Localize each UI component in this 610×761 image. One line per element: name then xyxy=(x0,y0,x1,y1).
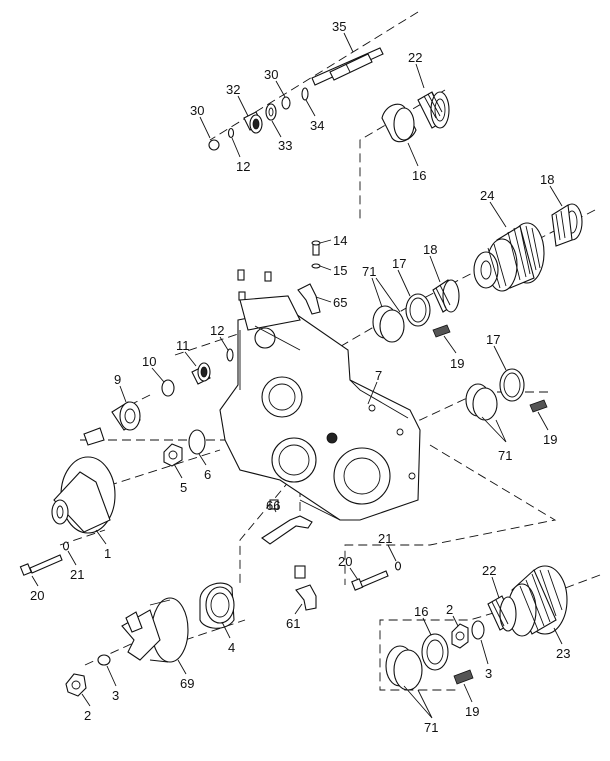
part-33-seal xyxy=(265,103,277,121)
callout-9: 9 xyxy=(114,372,121,387)
callout-21: 21 xyxy=(378,531,392,546)
callout-14: 14 xyxy=(333,233,347,248)
callout-32: 32 xyxy=(226,82,240,97)
callout-61: 61 xyxy=(286,616,300,631)
part-9-hub xyxy=(83,401,141,446)
callout-24: 24 xyxy=(480,188,494,203)
callout-66: 66 xyxy=(266,498,280,513)
callout-3: 3 xyxy=(485,666,492,681)
part-3-washer-right xyxy=(471,620,485,640)
callout-17: 17 xyxy=(486,332,500,347)
callout-10: 10 xyxy=(142,354,156,369)
callout-18: 18 xyxy=(540,172,554,187)
callout-20: 20 xyxy=(338,554,352,569)
part-17-ring-upper xyxy=(405,293,431,327)
callout-18: 18 xyxy=(423,242,437,257)
callout-12: 12 xyxy=(210,323,224,338)
part-21-washer-right xyxy=(394,561,402,571)
callout-5: 5 xyxy=(180,480,187,495)
part-30-ring-left xyxy=(208,139,220,151)
part-34-snap-ring xyxy=(301,87,309,101)
part-30-ring-upper xyxy=(281,96,291,110)
callout-19: 19 xyxy=(465,704,479,719)
part-65-sensor xyxy=(297,283,321,315)
part-71-shims-upper xyxy=(372,305,405,343)
callout-2: 2 xyxy=(446,602,453,617)
callout-30: 30 xyxy=(264,67,278,82)
callout-16: 16 xyxy=(414,604,428,619)
part-18-bearing-center xyxy=(432,279,460,313)
callout-33: 33 xyxy=(278,138,292,153)
callout-11: 11 xyxy=(176,338,190,353)
part-16-cup-upper xyxy=(381,103,417,143)
callout-34: 34 xyxy=(310,118,324,133)
part-2-nut-left xyxy=(65,673,87,697)
callout-23: 23 xyxy=(556,646,570,661)
callout-35: 35 xyxy=(332,19,346,34)
part-4-cup xyxy=(199,582,235,629)
part-17-ring-right xyxy=(499,368,525,402)
callout-15: 15 xyxy=(333,263,347,278)
part-12-ring-middle xyxy=(226,348,234,362)
part-22-bearing-lower xyxy=(487,595,517,632)
part-18-bearing-right xyxy=(551,203,583,247)
callout-6: 6 xyxy=(204,467,211,482)
part-32-bearing xyxy=(243,111,263,134)
callout-17: 17 xyxy=(392,256,406,271)
callout-labels: 35 22 30 32 30 34 33 12 16 18 24 14 15 6… xyxy=(30,19,570,735)
leader-lines xyxy=(31,32,563,719)
part-3-washer-left xyxy=(97,654,111,666)
part-23-gear xyxy=(507,565,568,637)
callout-7: 7 xyxy=(375,368,382,383)
part-21-washer-left xyxy=(62,541,70,551)
callout-19: 19 xyxy=(450,356,464,371)
part-14-bolt xyxy=(311,240,321,256)
callout-12: 12 xyxy=(236,159,250,174)
callout-30: 30 xyxy=(190,103,204,118)
part-35-shaft xyxy=(311,47,384,86)
part-61-fitting xyxy=(294,565,317,611)
part-20-bolt-left xyxy=(19,554,63,576)
part-11-bearing xyxy=(191,362,211,385)
callout-22: 22 xyxy=(482,563,496,578)
part-15-washer xyxy=(311,263,321,269)
callout-20: 20 xyxy=(30,588,44,603)
part-5-nut xyxy=(163,443,183,467)
callout-71: 71 xyxy=(362,264,376,279)
callout-19: 19 xyxy=(543,432,557,447)
callout-21: 21 xyxy=(70,567,84,582)
part-7-housing xyxy=(219,295,421,521)
callout-3: 3 xyxy=(112,688,119,703)
part-22-bearing-upper xyxy=(417,91,450,129)
callout-2: 2 xyxy=(84,708,91,723)
callout-1: 1 xyxy=(104,546,111,561)
callout-71: 71 xyxy=(498,448,512,463)
part-19-key-right xyxy=(529,399,548,413)
callout-65: 65 xyxy=(333,295,347,310)
callout-4: 4 xyxy=(228,640,235,655)
part-1-cover xyxy=(51,456,116,534)
part-71-shims-right xyxy=(465,383,498,421)
part-12-ring-upper xyxy=(227,127,235,139)
part-69-flange-yoke xyxy=(121,597,189,663)
part-71-shims-lower xyxy=(385,645,423,691)
part-10-ring xyxy=(161,379,175,397)
callout-69: 69 xyxy=(180,676,194,691)
part-24-cluster-gear xyxy=(473,222,545,292)
part-19-key-lower xyxy=(453,669,474,685)
callout-71: 71 xyxy=(424,720,438,735)
part-6-ring xyxy=(188,429,206,455)
callout-16: 16 xyxy=(412,168,426,183)
part-16-cup-lower xyxy=(421,633,449,671)
part-20-bolt-right xyxy=(351,570,389,591)
part-19-key-upper xyxy=(432,324,451,338)
part-2-nut-right xyxy=(451,623,469,649)
part-fittings-top xyxy=(237,269,272,301)
callout-22: 22 xyxy=(408,50,422,65)
